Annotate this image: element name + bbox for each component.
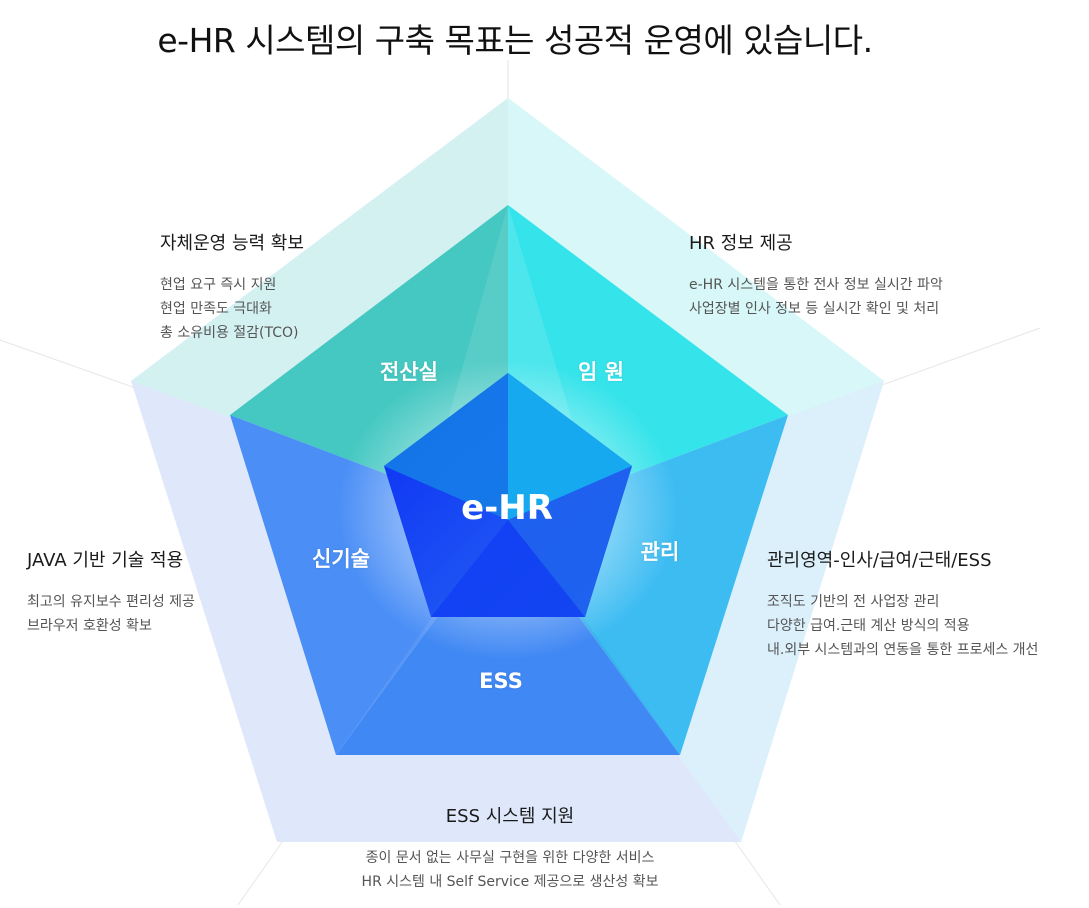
block-mgmt-line: 내.외부 시스템과의 연동을 통한 프로세스 개선 <box>767 642 1039 658</box>
block-mgmt-line: 다양한 급여.근태 계산 방식의 적용 <box>767 618 970 634</box>
block-self-ops-line: 현업 요구 즉시 지원 <box>160 277 277 293</box>
block-hr-info-heading: HR 정보 제공 <box>689 233 793 254</box>
block-mgmt-heading: 관리영역-인사/급여/근태/ESS <box>767 550 992 571</box>
block-java-heading: JAVA 기반 기술 적용 <box>27 550 184 571</box>
label-top-left-it: 전산실 <box>380 360 438 384</box>
label-left-newtech: 신기술 <box>312 547 370 571</box>
block-ess-line: 종이 문서 없는 사무실 구현을 위한 다양한 서비스 <box>365 850 655 866</box>
page-title: e-HR 시스템의 구축 목표는 성공적 운영에 있습니다. <box>157 21 873 60</box>
block-java-line: 최고의 유지보수 편리성 제공 <box>27 594 195 610</box>
block-java-line: 브라우저 호환성 확보 <box>27 618 152 634</box>
block-ess-line: HR 시스템 내 Self Service 제공으로 생산성 확보 <box>361 874 659 890</box>
label-bottom-ess: ESS <box>479 669 523 693</box>
block-java: JAVA 기반 기술 적용 최고의 유지보수 편리성 제공 브라우저 호환성 확… <box>27 546 195 638</box>
block-self-ops-line: 현업 만족도 극대화 <box>160 301 272 317</box>
block-mgmt: 관리영역-인사/급여/근태/ESS 조직도 기반의 전 사업장 관리 다양한 급… <box>767 546 1038 662</box>
label-top-right-exec: 임 원 <box>578 360 624 384</box>
block-mgmt-line: 조직도 기반의 전 사업장 관리 <box>767 594 940 610</box>
block-self-ops: 자체운영 능력 확보 현업 요구 즉시 지원 현업 만족도 극대화 총 소유비용… <box>160 229 304 345</box>
core-pentagon <box>384 373 632 617</box>
block-hr-info: HR 정보 제공 e-HR 시스템을 통한 전사 정보 실시간 파악 사업장별 … <box>689 229 943 321</box>
block-hr-info-line: 사업장별 인사 정보 등 실시간 확인 및 처리 <box>689 301 940 317</box>
block-ess: ESS 시스템 지원 종이 문서 없는 사무실 구현을 위한 다양한 서비스 H… <box>330 802 690 894</box>
block-self-ops-line: 총 소유비용 절감(TCO) <box>160 325 299 341</box>
block-hr-info-line: e-HR 시스템을 통한 전사 정보 실시간 파악 <box>689 277 943 293</box>
block-ess-heading: ESS 시스템 지원 <box>445 806 575 827</box>
label-right-mgmt: 관리 <box>640 540 680 564</box>
core-label: e-HR <box>461 488 553 528</box>
block-self-ops-heading: 자체운영 능력 확보 <box>160 233 304 254</box>
